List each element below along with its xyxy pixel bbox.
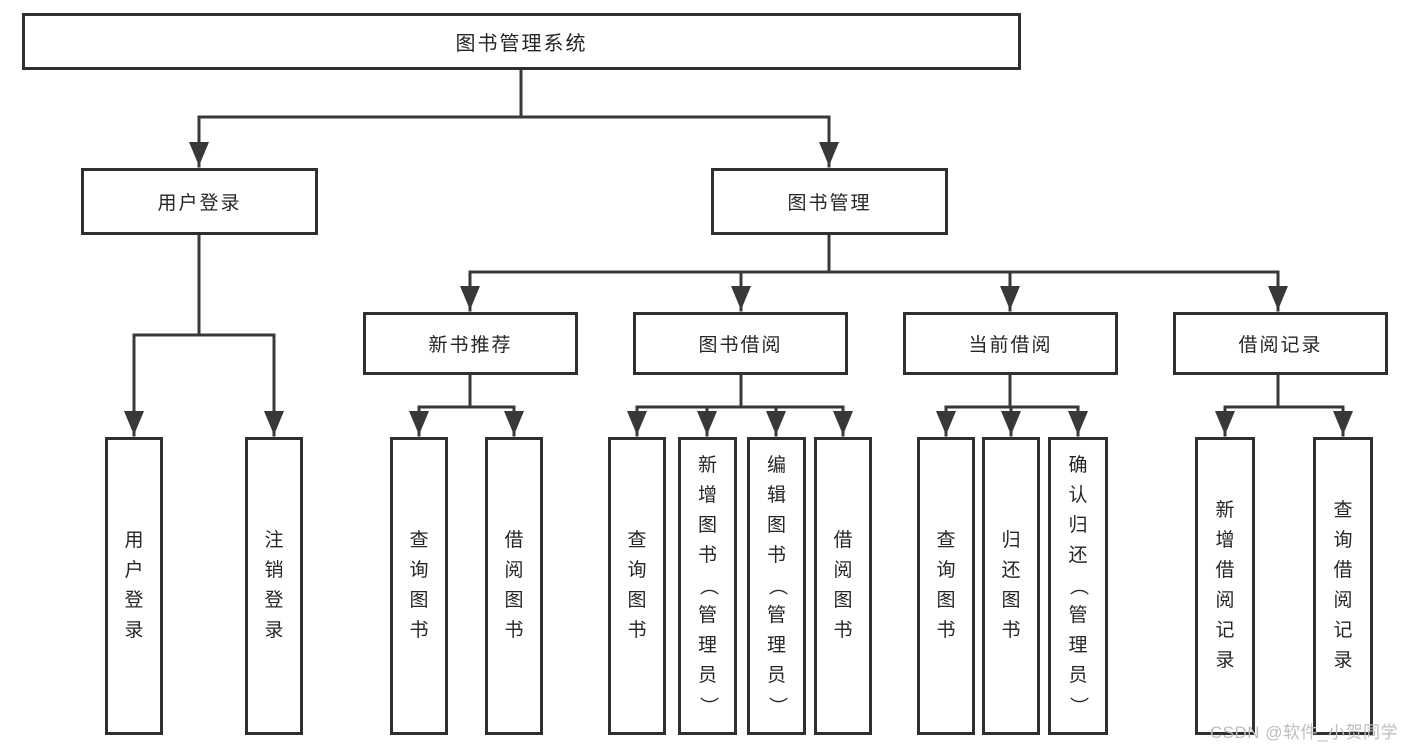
- leaf-borrow-book: 借阅图书: [814, 437, 872, 735]
- leaf-borrow-book-recommend: 借阅图书: [485, 437, 543, 735]
- node-new-book-recommend: 新书推荐: [363, 312, 578, 375]
- node-book-management: 图书管理: [711, 168, 948, 235]
- node-user-login: 用户登录: [81, 168, 318, 235]
- node-current-borrow: 当前借阅: [903, 312, 1118, 375]
- leaf-query-borrow-record: 查询借阅记录: [1313, 437, 1373, 735]
- leaf-query-book-current: 查询图书: [917, 437, 975, 735]
- leaf-confirm-return-admin: 确认归还（管理员）: [1048, 437, 1108, 735]
- node-borrow-records: 借阅记录: [1173, 312, 1388, 375]
- node-root: 图书管理系统: [22, 13, 1021, 70]
- node-book-borrow: 图书借阅: [633, 312, 848, 375]
- leaf-user-login: 用户登录: [105, 437, 163, 735]
- leaf-add-borrow-record: 新增借阅记录: [1195, 437, 1255, 735]
- leaf-logout: 注销登录: [245, 437, 303, 735]
- leaf-query-book-borrow: 查询图书: [608, 437, 666, 735]
- leaf-edit-book-admin: 编辑图书（管理员）: [747, 437, 806, 735]
- watermark: CSDN @软件_小贺同学: [1209, 723, 1398, 742]
- leaf-add-book-admin: 新增图书（管理员）: [678, 437, 737, 735]
- leaf-return-book: 归还图书: [982, 437, 1040, 735]
- leaf-query-book-recommend: 查询图书: [390, 437, 448, 735]
